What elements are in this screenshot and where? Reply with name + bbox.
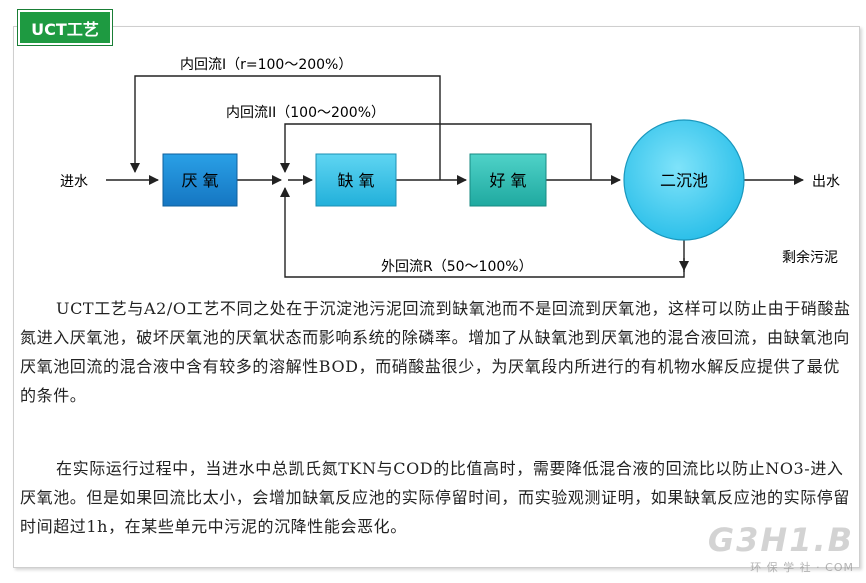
paragraph-1-text: UCT工艺与A2/O工艺不同之处在于沉淀池污泥回流到缺氧池而不是回流到厌氧池，这… [20,299,851,405]
external-recycle-label: 外回流R（50～100%） [381,259,533,275]
internal-recycle-1-label: 内回流I（r=100～200%） [180,57,352,73]
section-tag: UCT工艺 [17,9,113,46]
internal-recycle-1-line [130,75,441,180]
watermark: G3H1.B 环 保 学 社 · COM [698,521,858,579]
content-frame [13,26,860,568]
internal-recycle-2-line [280,123,592,180]
watermark-subtitle: 环 保 学 社 · COM [750,561,854,574]
anaerobic-label: 厌 氧 [181,171,218,190]
anoxic-tank [315,153,397,207]
aerobic-label: 好 氧 [489,171,526,190]
watermark-logo: G3H1.B [707,521,854,559]
aerobic-tank [469,153,547,207]
inlet-label: 进水 [60,174,88,190]
sludge-label: 剩余污泥 [782,249,838,266]
clarifier-label: 二沉池 [660,171,708,190]
anaerobic-tank [162,153,238,207]
internal-recycle-2-label: 内回流II（100～200%） [226,105,385,121]
uct-process-diagram: 厌 氧 缺 氧 好 氧 二沉池 进水 出水 剩余污泥 内回流I（r=100～20… [60,57,840,278]
paragraph-1: UCT工艺与A2/O工艺不同之处在于沉淀池污泥回流到缺氧池而不是回流到厌氧池，这… [20,294,856,410]
secondary-clarifier [623,119,745,241]
outlet-label: 出水 [812,174,840,190]
paragraph-2-text: 在实际运行过程中，当进水中总凯氏氮TKN与COD的比值高时，需要降低混合液的回流… [20,459,851,536]
paragraph-2: 在实际运行过程中，当进水中总凯氏氮TKN与COD的比值高时，需要降低混合液的回流… [20,454,856,541]
anoxic-label: 缺 氧 [337,171,374,190]
